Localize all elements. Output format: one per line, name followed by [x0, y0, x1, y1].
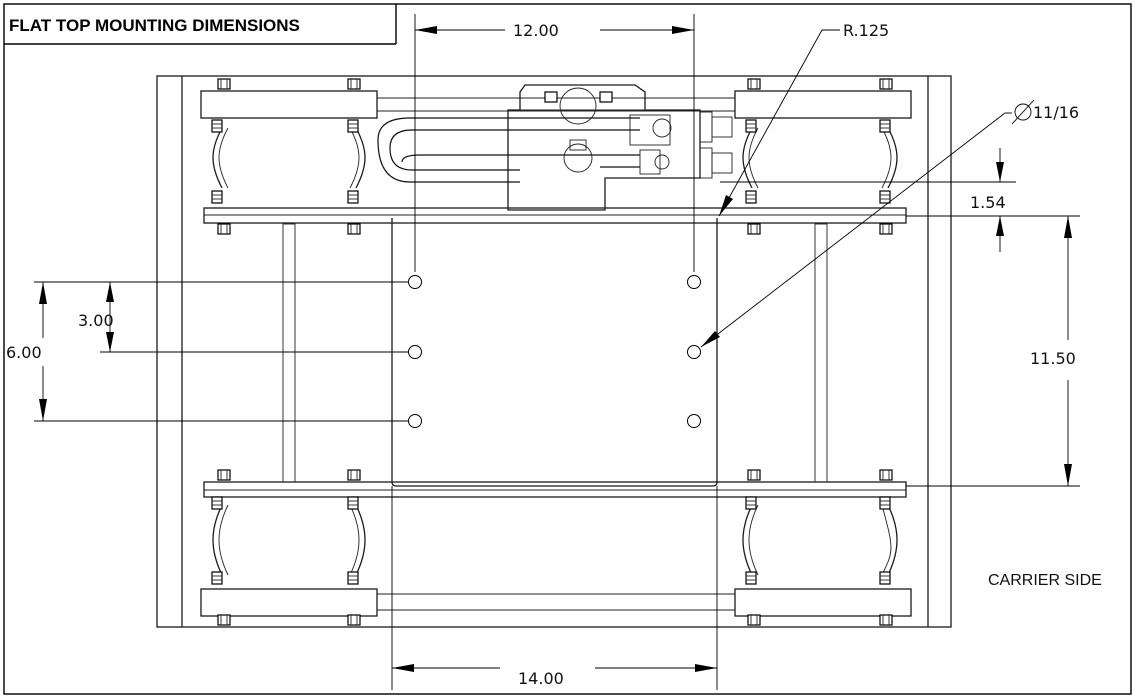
bolt-heads — [211, 78, 893, 626]
carrier-side-label: CARRIER SIDE — [988, 572, 1102, 589]
dim-label-top-offset: 1.54 — [970, 193, 1006, 212]
drawing-title: FLAT TOP MOUNTING DIMENSIONS — [9, 16, 300, 35]
dim-label-hole-diameter: 11/16 — [1033, 103, 1079, 122]
dim-left-total: 6.00 — [6, 282, 47, 421]
carriage-frame — [156, 75, 952, 628]
top-rail-assembly — [200, 90, 912, 224]
mounting-plate — [391, 218, 718, 487]
drawing-border — [3, 3, 1132, 695]
mounting-hole — [408, 414, 422, 428]
hydraulic-hoses — [377, 117, 640, 183]
mounting-hole — [687, 345, 701, 359]
dim-bottom-width: 14.00 — [391, 486, 718, 690]
hydraulic-block — [507, 84, 733, 211]
mounting-hole — [408, 345, 422, 359]
dim-label-left-total: 6.00 — [6, 343, 42, 362]
bottom-rail-assembly — [200, 481, 912, 617]
dim-top-offset: 1.54 — [720, 148, 1080, 252]
diameter-symbol — [1014, 103, 1032, 121]
dim-label-left-spacing: 3.00 — [78, 311, 114, 330]
mounting-hole — [687, 275, 701, 289]
mounting-hole — [408, 275, 422, 289]
mounting-holes — [408, 275, 701, 428]
dim-label-bottom-width: 14.00 — [518, 669, 564, 688]
dim-left-spacing: 3.00 — [34, 281, 408, 422]
dim-hole-diameter: 11/16 — [700, 99, 1079, 348]
dim-label-right-height: 11.50 — [1030, 349, 1076, 368]
dim-right-height: 11.50 — [906, 216, 1080, 487]
dim-radius: R.125 — [718, 21, 889, 217]
dim-top-width: 12.00 — [414, 14, 695, 272]
dim-label-radius: R.125 — [843, 21, 889, 40]
guide-rods — [282, 223, 828, 483]
dim-label-top-width: 12.00 — [513, 21, 559, 40]
mounting-hole — [687, 414, 701, 428]
